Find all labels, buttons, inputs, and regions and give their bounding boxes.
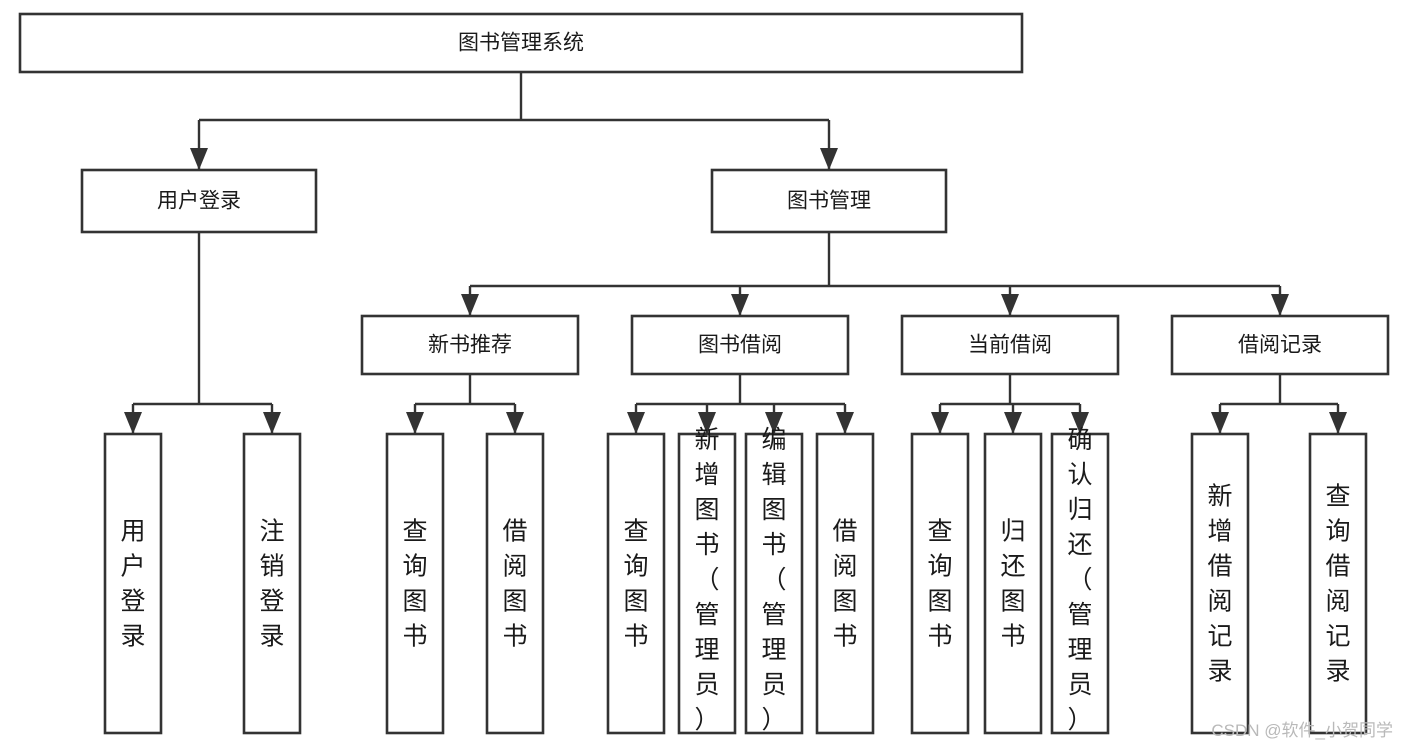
node-label: 注销登录 [259,518,284,651]
node-label: 归还图书 [1000,518,1025,651]
arrow-head-icon [820,148,838,170]
edge-group-book-manage [461,232,1289,316]
edge-group-root [190,72,838,170]
node-leaf-add-record[interactable]: 新增借阅记录 [1190,432,1250,735]
arrow-head-icon [124,412,142,434]
node-layer: 图书管理系统用户登录图书管理新书推荐图书借阅当前借阅借阅记录用户登录注销登录查询… [18,12,1390,735]
node-label: 新书推荐 [428,334,512,357]
arrow-head-icon [1211,412,1229,434]
node-box [80,168,318,234]
node-box [677,432,737,735]
node-label: 查询图书 [402,518,427,651]
arrow-head-icon [263,412,281,434]
node-label: 图书管理 [787,190,871,213]
node-leaf-query-record[interactable]: 查询借阅记录 [1308,432,1368,735]
node-leaf-borrow-book-1[interactable]: 借阅图书 [485,432,545,735]
node-leaf-user-login[interactable]: 用户登录 [103,432,163,735]
arrow-head-icon [1004,412,1022,434]
node-leaf-query-book-2[interactable]: 查询图书 [606,432,666,735]
edge-group-borrow-record [1211,374,1347,434]
node-box [744,432,804,735]
node-new-book-recommend[interactable]: 新书推荐 [360,314,580,376]
node-box [385,432,445,735]
node-box [606,432,666,735]
node-label: 确认归还（管理员） [1067,426,1092,734]
arrow-head-icon [731,294,749,316]
node-label: 新增图书（管理员） [694,426,719,734]
node-box [1050,432,1110,735]
node-box [630,314,850,376]
arrow-head-icon [1329,412,1347,434]
node-label: 借阅图书 [502,518,527,651]
connector-layer [124,72,1347,434]
node-box [815,432,875,735]
edge-group-book-borrow [627,374,854,434]
node-box [900,314,1120,376]
node-label: 查询图书 [623,518,648,651]
arrow-head-icon [765,412,783,434]
node-box [485,432,545,735]
node-label: 当前借阅 [968,334,1052,357]
edge-group-user-login [124,232,281,434]
node-label: 借阅图书 [832,518,857,651]
node-leaf-query-book-1[interactable]: 查询图书 [385,432,445,735]
node-leaf-edit-book[interactable]: 编辑图书（管理员） [744,426,804,735]
node-label: 查询借阅记录 [1325,483,1350,686]
arrow-head-icon [1271,294,1289,316]
node-box [710,168,948,234]
node-box [242,432,302,735]
node-leaf-return-book[interactable]: 归还图书 [983,432,1043,735]
node-leaf-add-book[interactable]: 新增图书（管理员） [677,426,737,735]
arrow-head-icon [698,412,716,434]
arrow-head-icon [931,412,949,434]
node-user-login[interactable]: 用户登录 [80,168,318,234]
node-box [1190,432,1250,735]
node-box [18,12,1024,74]
node-label: 图书管理系统 [458,32,584,55]
node-box [1308,432,1368,735]
node-label: 借阅记录 [1238,334,1322,357]
node-leaf-confirm-return[interactable]: 确认归还（管理员） [1050,426,1110,735]
node-label: 编辑图书（管理员） [761,426,786,734]
node-box [1170,314,1390,376]
node-label: 查询图书 [927,518,952,651]
node-box [983,432,1043,735]
node-current-borrow[interactable]: 当前借阅 [900,314,1120,376]
node-leaf-user-logout[interactable]: 注销登录 [242,432,302,735]
node-root[interactable]: 图书管理系统 [18,12,1024,74]
node-box [360,314,580,376]
node-label: 用户登录 [157,190,241,213]
node-label: 用户登录 [120,518,145,651]
node-label: 新增借阅记录 [1207,483,1232,686]
arrow-head-icon [1001,294,1019,316]
arrow-head-icon [506,412,524,434]
node-book-borrow[interactable]: 图书借阅 [630,314,850,376]
arrow-head-icon [406,412,424,434]
node-borrow-record[interactable]: 借阅记录 [1170,314,1390,376]
arrow-head-icon [836,412,854,434]
node-book-manage[interactable]: 图书管理 [710,168,948,234]
node-box [910,432,970,735]
arrow-head-icon [1071,412,1089,434]
node-box [103,432,163,735]
edge-group-current-borrow [931,374,1089,434]
node-label: 图书借阅 [698,334,782,357]
node-leaf-query-book-3[interactable]: 查询图书 [910,432,970,735]
edge-group-new-book-recommend [406,374,524,434]
node-leaf-borrow-book-2[interactable]: 借阅图书 [815,432,875,735]
arrow-head-icon [627,412,645,434]
arrow-head-icon [190,148,208,170]
arrow-head-icon [461,294,479,316]
